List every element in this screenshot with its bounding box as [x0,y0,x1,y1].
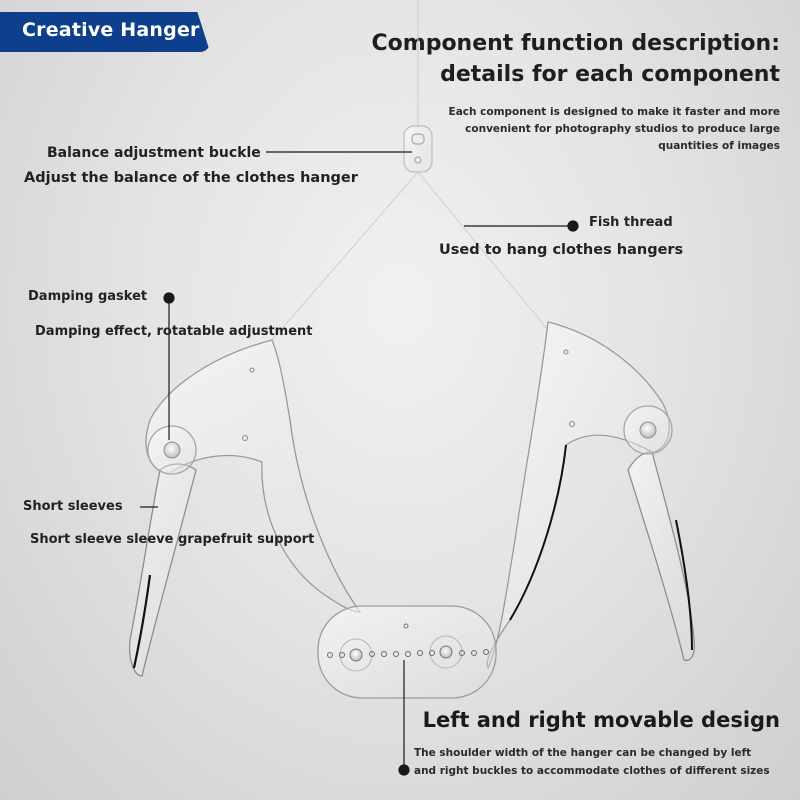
leader-dot-movable [398,764,410,776]
fish-thread-right [417,171,549,331]
intro-line-2: convenient for photography studios to pr… [465,123,780,135]
sleeve-right [627,451,696,662]
sliding-center-plate [317,605,497,699]
page-title-line-1: Component function description: [371,31,780,56]
callout-sleeves-desc: Short sleeve sleeve grapefruit support [30,532,315,547]
damping-gasket-left [147,425,197,475]
intro-line-3: quantities of images [658,140,780,152]
leader-dot-fish-thread [567,220,579,232]
callout-balance-desc: Adjust the balance of the clothes hanger [24,170,358,186]
callout-damping-desc: Damping effect, rotatable adjustment [35,324,313,339]
callout-movable-desc-line-2: and right buckles to accommodate clothes… [414,765,770,777]
leader-dot-damping [163,292,175,304]
callout-movable-desc: The shoulder width of the hanger can be … [414,744,774,780]
intro-line-1: Each component is designed to make it fa… [448,106,780,118]
intro-text: Each component is designed to make it fa… [420,104,780,155]
callout-movable-title: Left and right movable design [422,708,780,732]
page-title: Component function description: details … [360,28,780,90]
callout-sleeves-title: Short sleeves [23,499,123,514]
fish-thread-left [271,171,419,341]
brand-label: Creative Hanger [22,19,200,41]
balance-buckle [403,125,433,173]
brand-tab: Creative Hanger [0,12,210,52]
callout-movable-desc-line-1: The shoulder width of the hanger can be … [414,747,752,759]
callout-damping-title: Damping gasket [28,289,148,304]
damping-gasket-right [623,405,673,455]
sleeve-left [128,463,197,677]
callout-fish-thread-title: Fish thread [589,215,673,230]
callout-fish-thread-desc: Used to hang clothes hangers [439,242,684,258]
page-title-line-2: details for each component [440,62,780,87]
hanger-left-piece [145,339,362,613]
callout-balance-title: Balance adjustment buckle [47,145,261,161]
